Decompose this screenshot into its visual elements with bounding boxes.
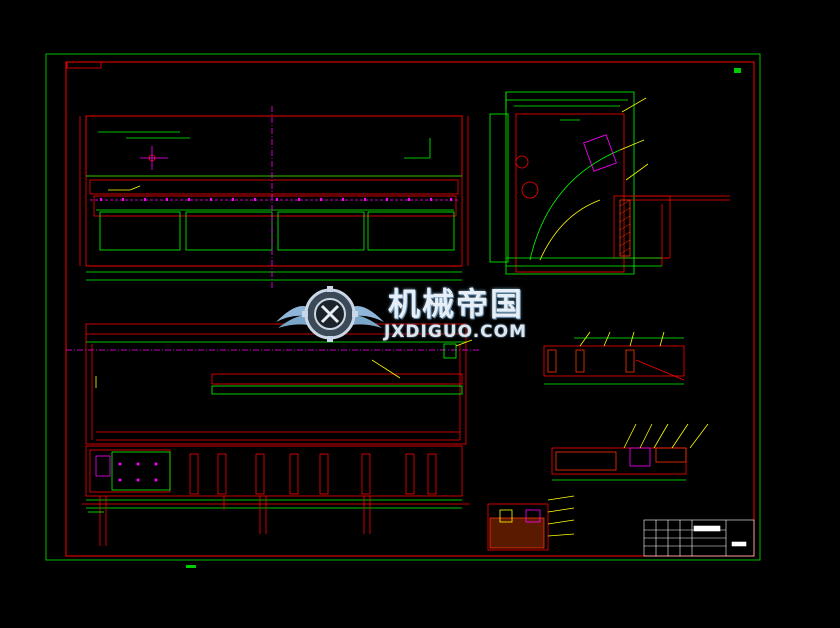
- sheet-mark: [734, 68, 741, 73]
- corner-label-box: [66, 61, 102, 69]
- gear-wings-logo-icon: [276, 286, 384, 342]
- front-view-bolt-row: [100, 198, 452, 201]
- plan-view: [66, 323, 480, 445]
- base-frame: [82, 445, 470, 546]
- bottom-sheet-mark: [186, 565, 196, 568]
- watermark-title: 机械帝国: [388, 285, 525, 323]
- detail-b: [551, 423, 709, 481]
- side-view-hatch: [619, 199, 631, 255]
- side-view: [489, 91, 730, 275]
- sheet-border: [45, 53, 761, 561]
- title-block: [643, 519, 755, 557]
- inner-frame: [65, 61, 755, 557]
- detail-a: [543, 331, 685, 385]
- base-frame-holes: [118, 462, 158, 482]
- front-view: [79, 106, 469, 290]
- detail-c: [487, 495, 575, 551]
- watermark-url: JXDIGUO.COM: [384, 322, 528, 342]
- base-frame-legs: [189, 453, 437, 495]
